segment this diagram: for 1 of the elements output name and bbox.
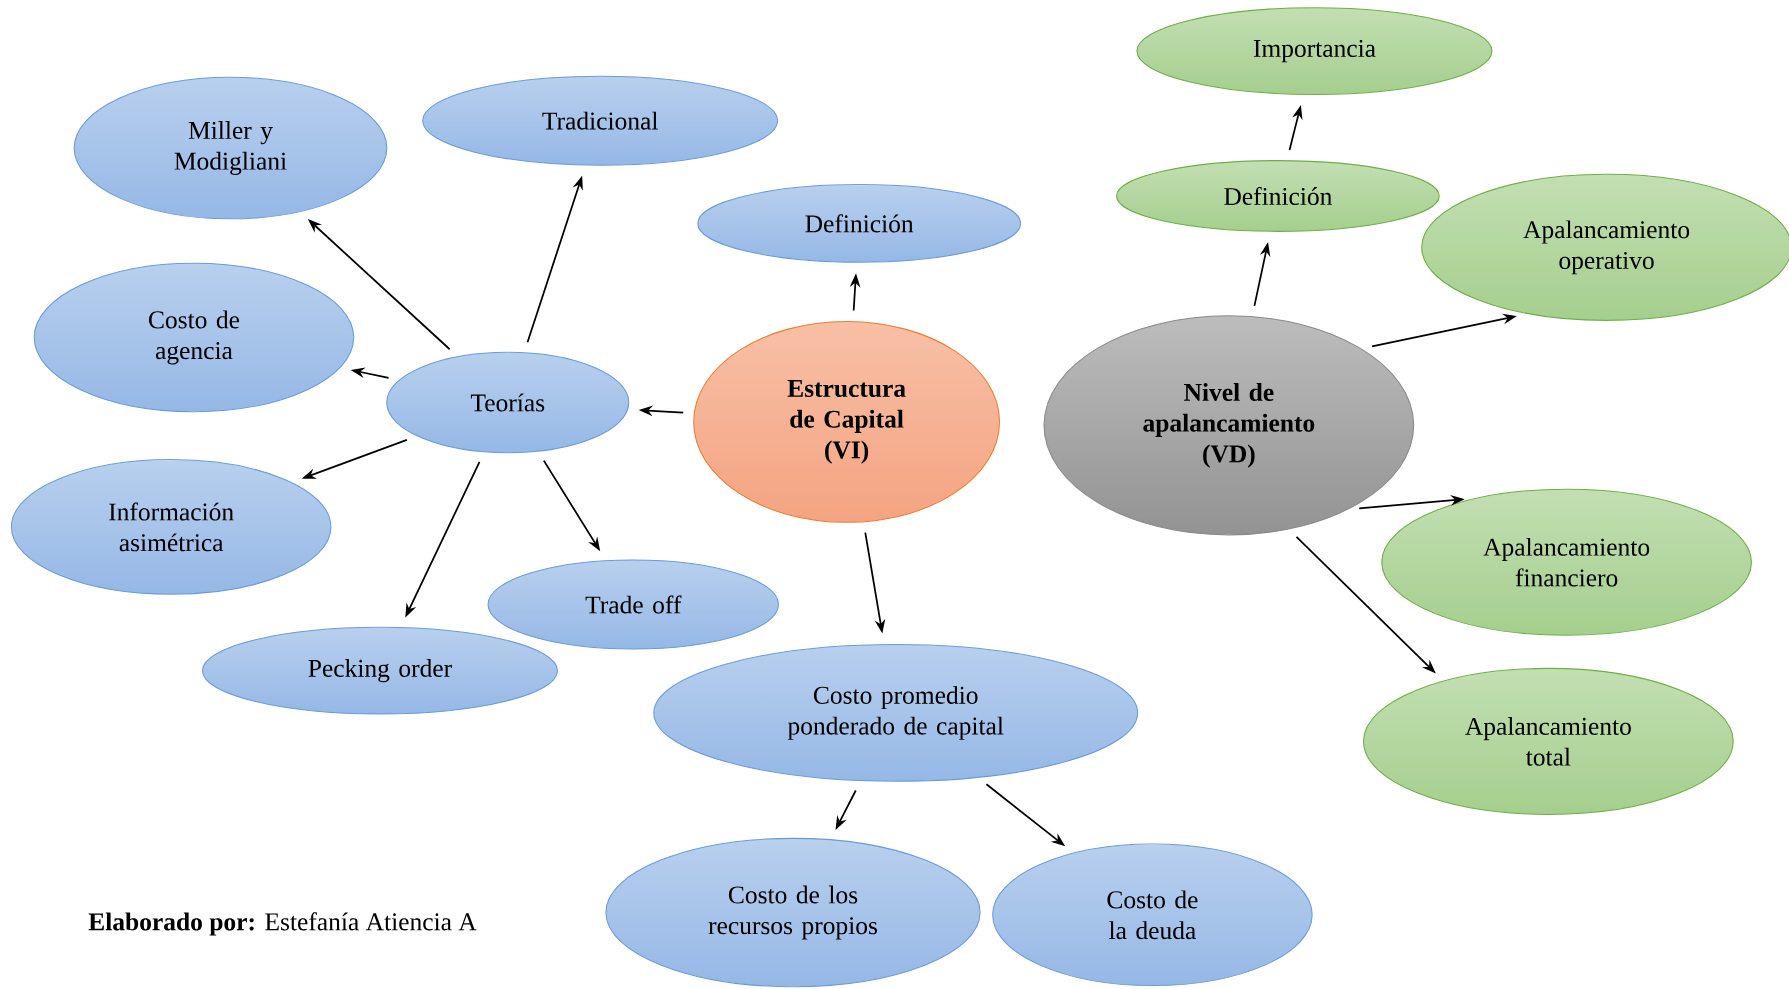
credit-note: Elaborado por: Estefanía Atiencia A bbox=[88, 912, 477, 936]
